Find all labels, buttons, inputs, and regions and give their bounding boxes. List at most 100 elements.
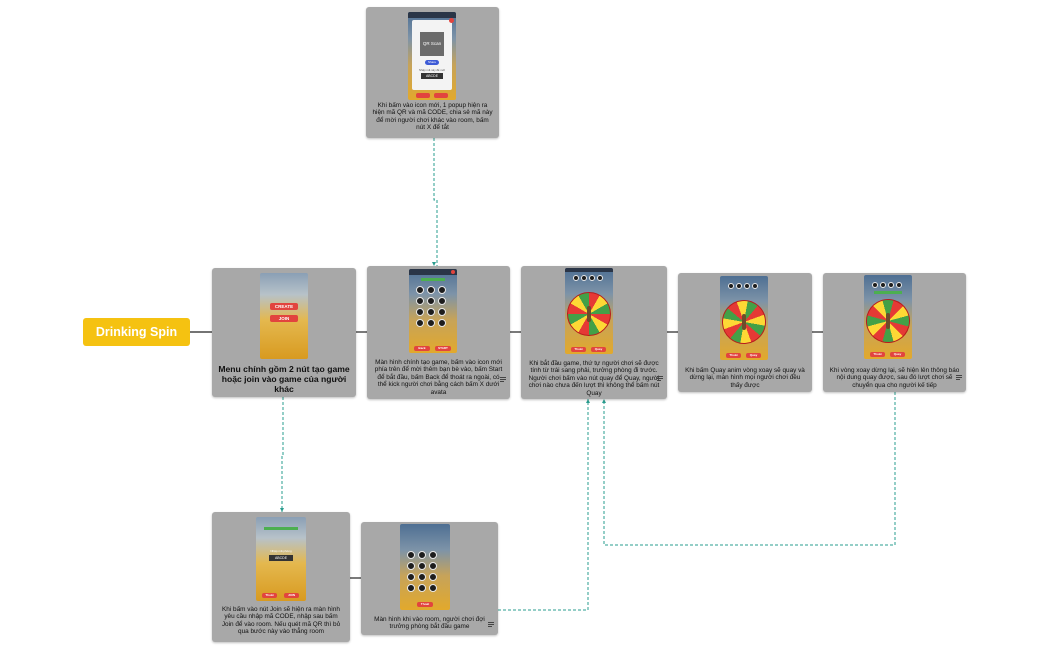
player-avatar (880, 282, 886, 288)
thoat-button: Thoát (262, 593, 277, 598)
node-main-menu[interactable]: CREATE JOIN Menu chính gồm 2 nút tạo gam… (212, 268, 356, 397)
spin-screen: Thoát Quay (720, 276, 768, 360)
player-avatar (581, 275, 587, 281)
node-caption: Khi bấm Quay anim vòng xoay sẽ quay và d… (685, 367, 805, 389)
arrow-head-create (432, 262, 436, 266)
player-row (573, 275, 603, 281)
player-avatar (416, 308, 424, 316)
node-popup-qr[interactable]: QR Scan Share Nhập mã này để mời ABCDE K… (366, 7, 499, 138)
player-avatar (418, 562, 426, 570)
player-avatar (736, 283, 742, 289)
share-button: Share (425, 60, 439, 65)
node-in-room[interactable]: Thoát Màn hình khi vào room, người chơi … (361, 522, 498, 635)
node-caption: Màn hình chính tạo game, bấm vào icon mớ… (374, 359, 503, 396)
player-avatar (744, 283, 750, 289)
quay-button: Quay (746, 353, 761, 358)
connector-result-to-start (603, 392, 896, 546)
player-avatar (438, 297, 446, 305)
result-screen: Thoát Quay (864, 275, 912, 359)
player-avatar (407, 562, 415, 570)
arrow-head-start-a (586, 399, 590, 403)
player-row (872, 282, 902, 288)
player-avatar (589, 275, 595, 281)
player-avatar (407, 573, 415, 581)
player-avatar (427, 286, 435, 294)
diagram-title-node[interactable]: Drinking Spin (83, 318, 190, 346)
node-join-code[interactable]: Nhập mã phòng ABCDE Thoát JOIN Khi bấm v… (212, 512, 350, 642)
node-caption: Khi bắt đầu game, thứ tự người chơi sẽ đ… (528, 360, 660, 397)
arrow-head-join (280, 508, 284, 512)
create-button: CREATE (270, 303, 298, 310)
join-banner (264, 527, 298, 530)
game-screen: Thoát Quay (565, 268, 613, 354)
quay-button: Quay (890, 352, 905, 357)
menu-screen: CREATE JOIN (260, 273, 308, 359)
node-start-game[interactable]: Thoát Quay Khi bắt đầu game, thứ tự ngườ… (521, 266, 667, 399)
node-caption: Khi vòng xoay dừng lại, sẽ hiện lên thôn… (829, 367, 960, 389)
player-avatar (418, 573, 426, 581)
player-avatar (407, 584, 415, 592)
thoat-button: Thoát (870, 352, 885, 357)
note-icon (657, 376, 663, 381)
player-avatar (429, 562, 437, 570)
join-button: JOIN (270, 315, 298, 322)
bottle-pointer (886, 313, 890, 329)
player-avatar (728, 283, 734, 289)
player-avatar (896, 282, 902, 288)
close-icon (449, 18, 454, 23)
screen-status-bar (409, 269, 457, 275)
quay-button (434, 93, 448, 98)
player-avatar (429, 584, 437, 592)
note-icon (956, 375, 962, 380)
result-banner (874, 291, 902, 294)
start-button: START (435, 346, 451, 351)
player-avatar (872, 282, 878, 288)
note-icon (500, 377, 506, 382)
thoat-button: Thoát (417, 602, 433, 607)
player-avatar (438, 308, 446, 316)
player-avatar (888, 282, 894, 288)
player-avatar (427, 319, 435, 327)
join-button: JOIN (284, 593, 299, 598)
node-caption: Khi bấm vào icon mới, 1 popup hiện ra hi… (372, 102, 493, 132)
join-heading: Nhập mã phòng (270, 549, 292, 553)
player-avatar-grid (407, 551, 437, 592)
create-screen: Back START (409, 269, 457, 353)
arrow-head-start-b (602, 399, 606, 403)
player-avatar (427, 308, 435, 316)
code-hint: Nhập mã này để mời (418, 68, 446, 72)
bottle-pointer (587, 306, 591, 322)
player-avatar (418, 551, 426, 559)
node-spin-anim[interactable]: Thoát Quay Khi bấm Quay anim vòng xoay s… (678, 273, 812, 392)
thoat-button: Thoát (726, 353, 741, 358)
join-screen: Nhập mã phòng ABCDE Thoát JOIN (256, 517, 306, 601)
screen-status-bar (565, 268, 613, 272)
room-banner (421, 278, 445, 281)
player-avatar (407, 551, 415, 559)
back-button: Back (414, 346, 430, 351)
player-avatar (438, 319, 446, 327)
add-user-icon (451, 270, 455, 274)
player-avatar (438, 286, 446, 294)
code-input: ABCDE (269, 555, 293, 561)
quay-button: Quay (591, 347, 606, 352)
node-create-game[interactable]: Back START Màn hình chính tạo game, bấm … (367, 266, 510, 399)
node-caption: Màn hình khi vào room, người chơi đợi tr… (374, 616, 485, 631)
player-avatar (429, 551, 437, 559)
node-caption: Khi bấm vào nút Join sẽ hiện ra màn hình… (221, 606, 341, 636)
thoat-button: Thoát (571, 347, 586, 352)
thoat-button (416, 93, 430, 98)
node-caption: Menu chính gồm 2 nút tạo game hoặc join … (218, 364, 350, 394)
player-avatar (418, 584, 426, 592)
node-spin-result[interactable]: Thoát Quay Khi vòng xoay dừng lại, sẽ hi… (823, 273, 966, 392)
connector-menu-to-join (281, 397, 284, 512)
connector-room-to-start (498, 399, 589, 611)
code-value: ABCDE (421, 73, 443, 79)
bottle-pointer (742, 314, 746, 330)
connector-popup-to-create (433, 138, 438, 266)
player-avatar (573, 275, 579, 281)
player-avatar (416, 319, 424, 327)
player-avatar (416, 297, 424, 305)
room-screen: Thoát (400, 524, 450, 610)
